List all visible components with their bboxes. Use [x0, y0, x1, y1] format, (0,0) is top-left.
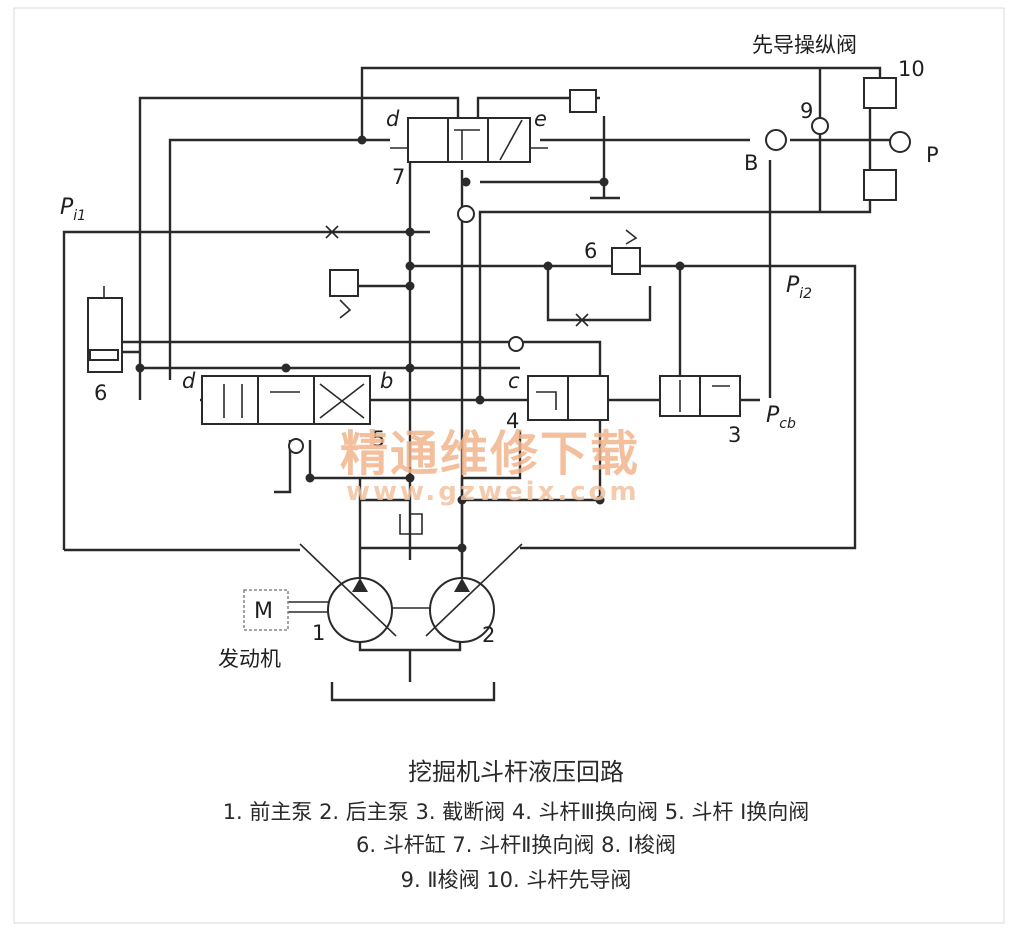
label-B: B [744, 151, 758, 175]
label-9: 9 [800, 99, 813, 123]
shuttle-valve-9 [811, 117, 829, 135]
caption-legend-line-1: 1. 前主泵 2. 后主泵 3. 截断阀 4. 斗杆Ⅲ换向阀 5. 斗杆 Ⅰ换向… [222, 800, 810, 824]
valve-5-arm-i-directional-valve [201, 375, 371, 425]
label-4: 4 [506, 409, 519, 433]
shuttle-valve-8 [457, 205, 475, 223]
valve-7-arm-ii-directional-valve [390, 117, 548, 223]
engine-motor [243, 589, 289, 631]
watermark-cn: 精通维修下载 [340, 426, 640, 482]
label-5: 5 [372, 427, 385, 451]
label-3: 3 [728, 423, 741, 447]
label-motor: M [254, 599, 273, 624]
label-d-mid: d [182, 369, 196, 393]
label-1: 1 [312, 621, 325, 645]
orifices [325, 225, 589, 327]
label-6-left: 6 [94, 381, 107, 405]
watermark-url: www.gzweix.com [346, 477, 640, 507]
label-b-mid: b [380, 369, 393, 393]
label-6-top: 6 [584, 239, 597, 263]
image-border [13, 7, 1005, 924]
label-pi1: Pi1 [60, 195, 86, 224]
valve-3-cutoff-valve [659, 375, 741, 417]
label-engine: 发动机 [218, 647, 281, 671]
check-valve-mid [288, 336, 524, 454]
label-2: 2 [482, 623, 495, 647]
caption-legend-line-3: 9. Ⅱ梭阀 10. 斗杆先导阀 [400, 868, 632, 892]
diagram-labels: 先导操纵阀 10 9 B P d e 7 Pi1 6 Pi2 6 d b c 5… [60, 33, 939, 671]
label-pcb: Pcb [766, 403, 796, 432]
label-10: 10 [898, 57, 925, 81]
arm-cylinder-6 [87, 286, 123, 373]
relief-valves [329, 89, 641, 535]
valve-4-arm-iii-directional-valve [527, 375, 609, 421]
watermark: 精通维修下载 www.gzweix.com [340, 426, 640, 507]
label-pilot-valve-title: 先导操纵阀 [752, 33, 857, 57]
label-7: 7 [392, 165, 405, 189]
caption-legend-line-2: 6. 斗杆缸 7. 斗杆Ⅱ换向阀 8. Ⅰ梭阀 [355, 833, 676, 857]
pilot-control-valve-10 [765, 77, 911, 201]
label-pi2: Pi2 [786, 273, 812, 302]
main-pumps [299, 543, 523, 643]
junctions [135, 135, 685, 553]
caption-title: 挖掘机斗杆液压回路 [408, 758, 624, 786]
label-e-top: e [534, 107, 547, 131]
label-d-top: d [386, 107, 400, 131]
label-c-mid: c [508, 369, 520, 393]
label-P: P [926, 143, 939, 167]
